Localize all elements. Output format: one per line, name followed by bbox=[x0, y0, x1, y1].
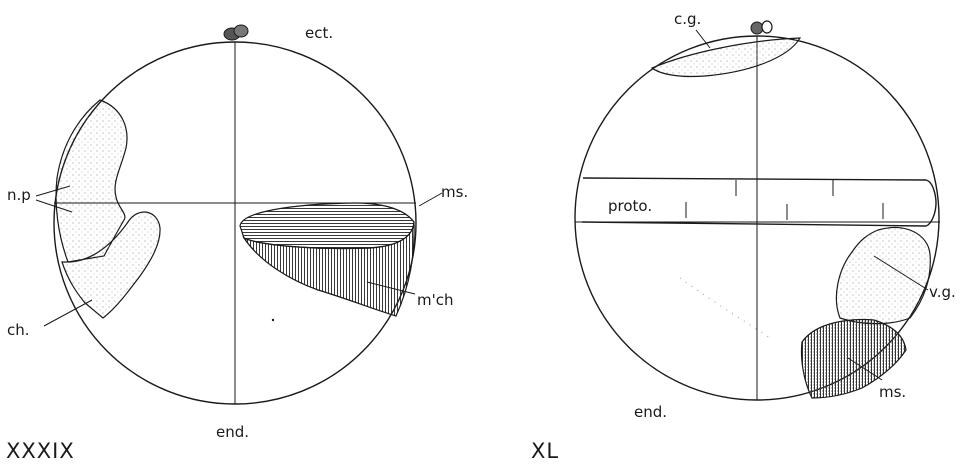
label-end-xl: end. bbox=[634, 403, 667, 421]
label-ch: ch. bbox=[7, 321, 30, 339]
figure-numeral-xxxix: XXXIX bbox=[6, 439, 75, 463]
cerebral-ganglion-region bbox=[650, 37, 802, 78]
label-end-xxxix: end. bbox=[216, 423, 249, 441]
label-ms-xxxix: ms. bbox=[441, 183, 468, 201]
prototroch-band bbox=[581, 177, 937, 227]
label-ect: ect. bbox=[305, 24, 333, 42]
chorda-region bbox=[61, 211, 161, 319]
figure-xxxix: ect. n.p ch. ms. m'ch end. XXXIX bbox=[6, 24, 468, 463]
ventral-ganglion-region bbox=[835, 226, 931, 325]
neural-plate-region bbox=[55, 99, 128, 263]
label-mch: m'ch bbox=[417, 291, 454, 309]
polar-bodies-xxxix bbox=[223, 24, 249, 41]
label-ms-xl: ms. bbox=[879, 383, 906, 401]
mesoderm-region-xl bbox=[800, 318, 907, 399]
polar-bodies-xl bbox=[750, 20, 773, 35]
figure-numeral-xl: XL bbox=[531, 439, 559, 463]
figure-xl: c.g. proto. v.g. ms. end. XL bbox=[531, 10, 956, 463]
mesenchyme-region bbox=[242, 221, 415, 317]
label-cg: c.g. bbox=[674, 10, 701, 28]
label-proto: proto. bbox=[608, 197, 652, 215]
label-vg: v.g. bbox=[929, 283, 956, 301]
mesoderm-region-xxxix bbox=[239, 202, 415, 250]
label-np: n.p bbox=[7, 186, 31, 204]
